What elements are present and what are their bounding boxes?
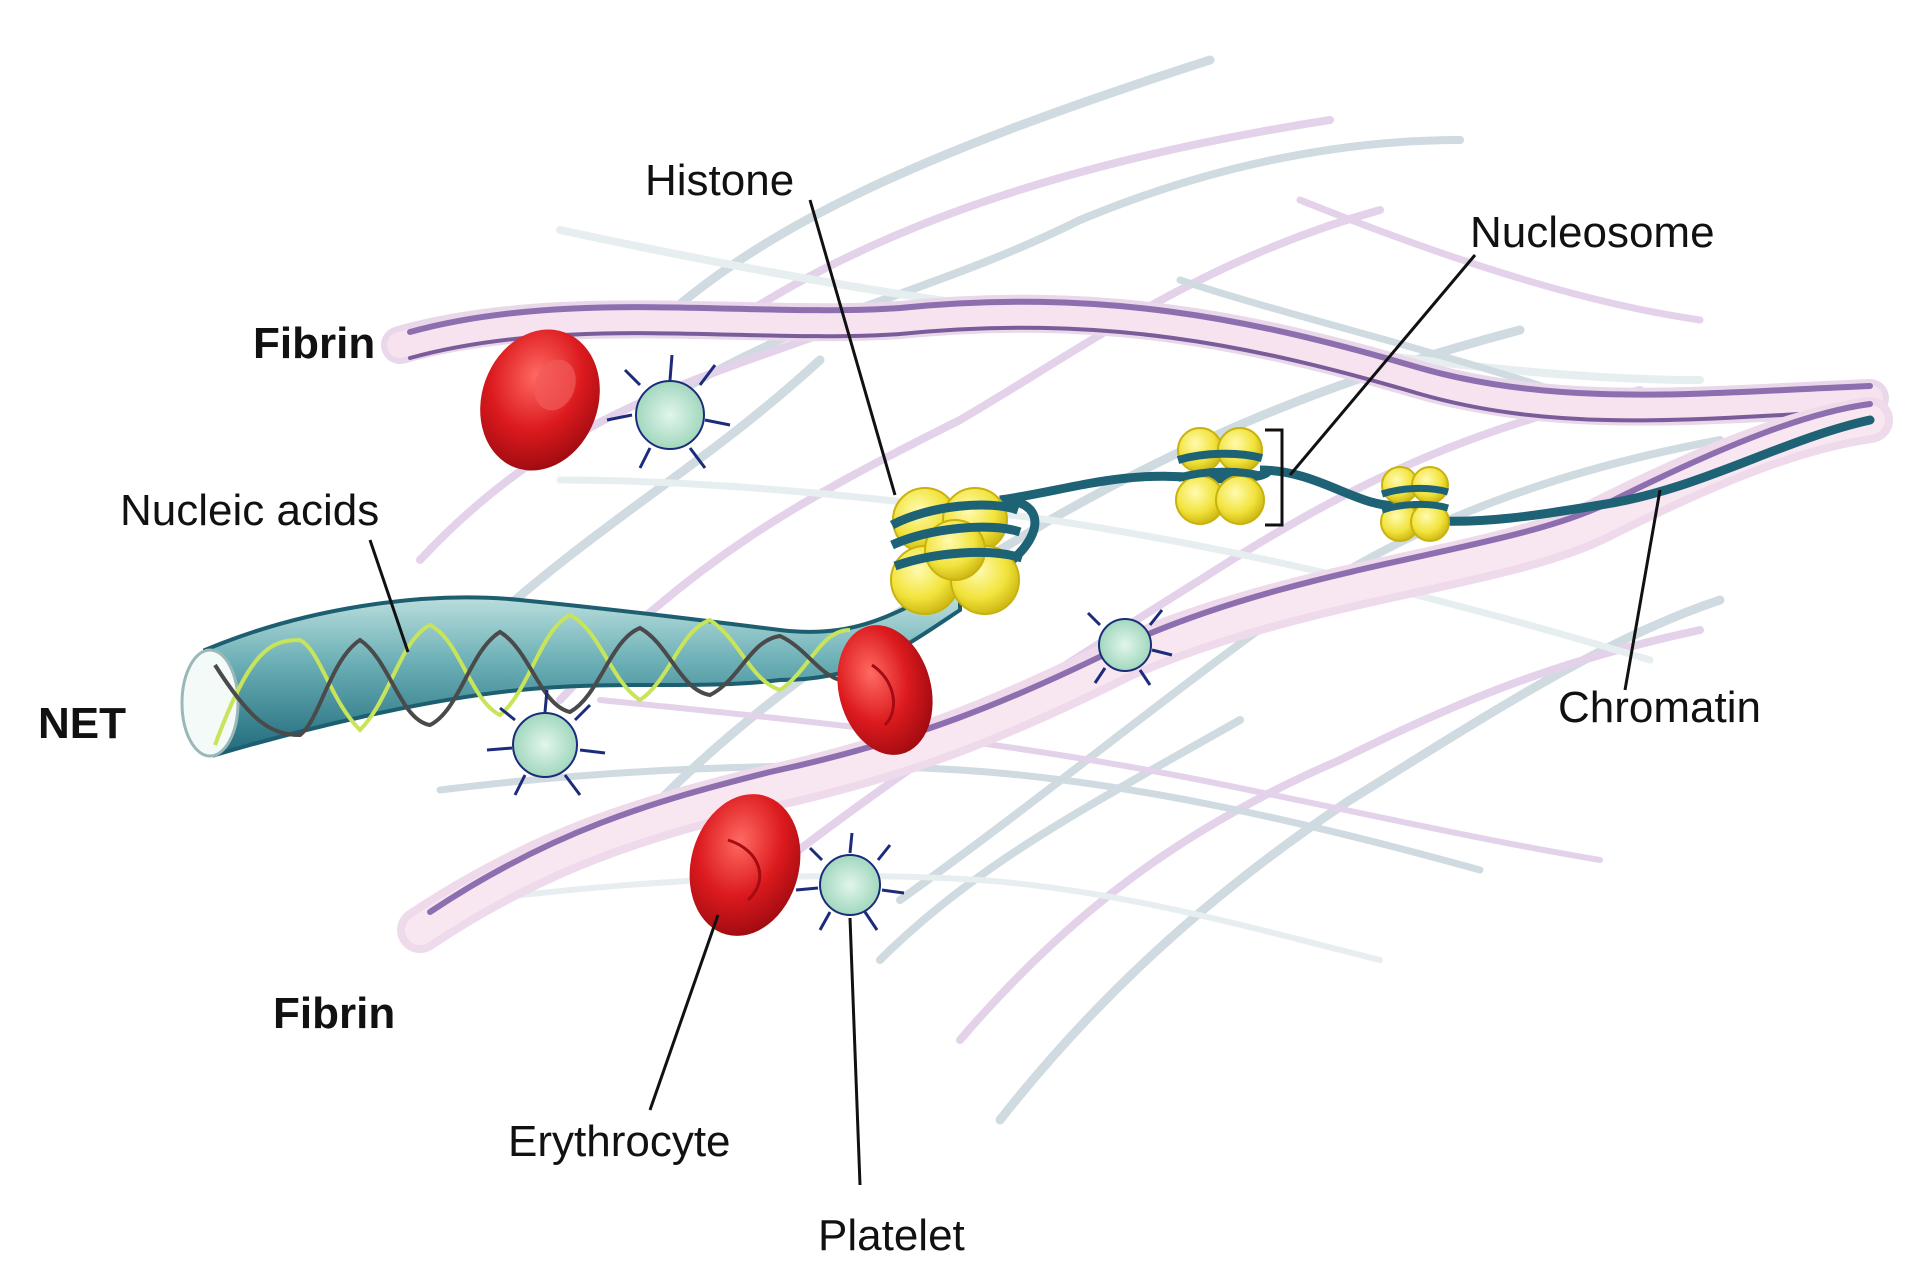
erythrocyte-top (480, 329, 600, 471)
platelet-leader (848, 917, 862, 1186)
histone-leader (808, 199, 897, 496)
chromatin-leader (1623, 489, 1662, 691)
fibrin-strand-top (381, 294, 1889, 426)
fibrin-top-label: Fibrin (253, 319, 375, 368)
fibrin-bottom-label: Fibrin (273, 989, 395, 1038)
dna-helix (213, 612, 851, 746)
platelet-middle (1086, 609, 1173, 686)
leader-lines (368, 199, 1662, 1186)
nucleic-acids-label: Nucleic acids (120, 486, 379, 535)
histone-medium (1175, 427, 1265, 525)
histone-small (1380, 466, 1450, 542)
labels: Histone Nucleosome Fibrin Nucleic acids … (38, 156, 1761, 1260)
nucleic-acids-leader (368, 539, 410, 653)
histone-large (889, 487, 1024, 615)
erythrocyte-label: Erythrocyte (508, 1117, 731, 1166)
chromatin-label: Chromatin (1558, 683, 1761, 732)
platelet-label: Platelet (818, 1211, 965, 1260)
net-label: NET (38, 699, 126, 748)
erythrocyte-middle (837, 625, 933, 755)
platelet-left (486, 689, 606, 796)
erythrocyte-leader (648, 914, 720, 1111)
erythrocyte-bottom (689, 794, 801, 936)
platelet-bottom (795, 832, 905, 931)
nucleosome-bracket (1265, 428, 1284, 527)
platelet-top (606, 354, 731, 469)
histone-label: Histone (645, 156, 794, 205)
nucleosome-label: Nucleosome (1470, 208, 1715, 257)
nucleosome-leader (1288, 254, 1477, 476)
nucleic-acids-tube-opening (180, 648, 240, 758)
